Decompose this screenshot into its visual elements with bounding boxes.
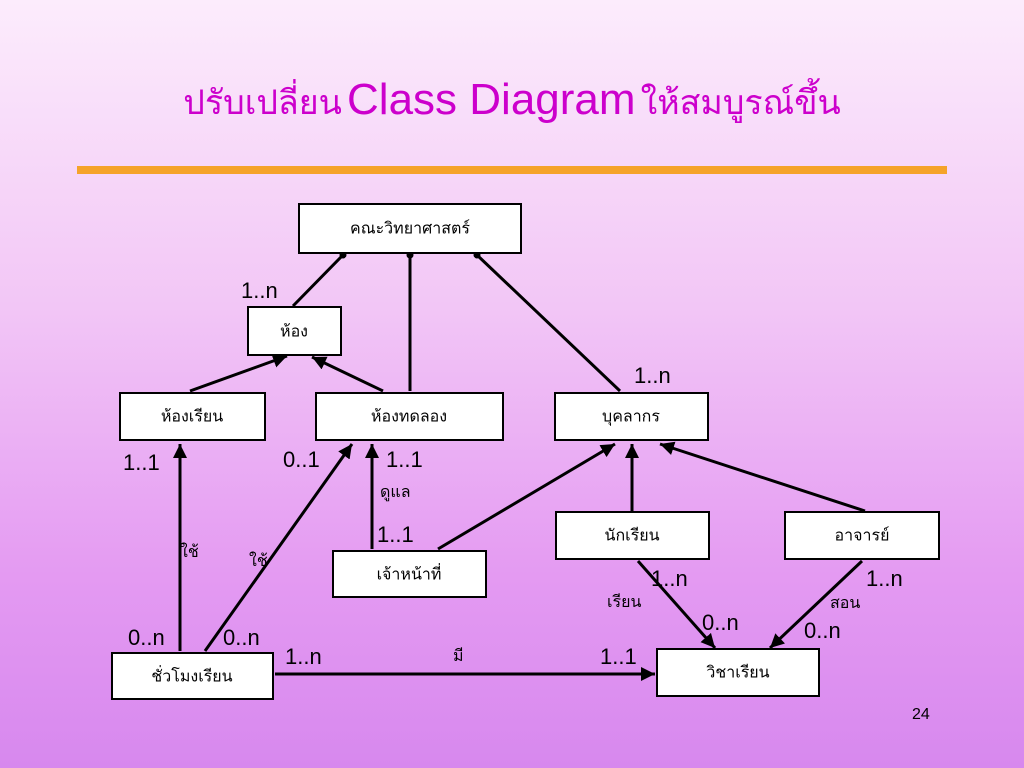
title-latin: Class Diagram [347,75,636,124]
edge-personnel-faculty [473,251,622,393]
edge-teacher-personnel [659,441,866,513]
role-use-classroom: ใช้ [180,542,199,561]
class-personnel-label: บุคลากร [602,407,660,427]
edge-staff-personnel [437,442,616,551]
mult-lab-staff-bottom: 1..1 [377,522,414,547]
role-study: เรียน [607,592,641,611]
class-teacher: อาจารย์ [784,511,940,560]
class-student-label: นักเรียน [605,526,660,545]
mult-period-classroom: 0..n [128,625,165,650]
title-thai-prefix: ปรับเปลี่ยน [183,83,342,123]
mult-lab-use: 0..1 [283,447,320,472]
class-lab-label: ห้องทดลอง [371,407,447,426]
edge-room-faculty [291,251,347,308]
page-number: 24 [912,706,930,723]
role-teach: สอน [830,593,860,612]
role-has: มี [453,646,464,665]
mult-period-subject-left: 1..n [285,644,322,669]
class-personnel: บุคลากร [554,392,709,441]
mult-period-subject-right: 1..1 [600,644,637,669]
edge-lab-room [311,355,384,393]
class-room: ห้อง [247,306,342,356]
mult-faculty-room: 1..n [241,278,278,303]
edge-teacher-subject [768,559,864,650]
class-period-label: ชั่วโมงเรียน [151,665,232,686]
class-classroom-label: ห้องเรียน [161,407,223,426]
class-lab: ห้องทดลอง [315,392,504,441]
mult-lab-staff-top: 1..1 [386,447,423,472]
slide-title: ปรับเปลี่ยน Class Diagram ให้สมบูรณ์ขึ้น [0,60,1024,140]
mult-student-top: 1..n [651,566,688,591]
class-faculty: คณะวิทยาศาสตร์ [298,203,522,254]
mult-period-lab: 0..n [223,625,260,650]
mult-classroom-use: 1..1 [123,450,160,475]
class-room-label: ห้อง [280,322,308,341]
class-classroom: ห้องเรียน [119,392,266,441]
class-period: ชั่วโมงเรียน [111,652,274,700]
mult-faculty-personnel: 1..n [634,363,671,388]
edge-student-subject [636,560,717,649]
class-subject-label: วิชาเรียน [706,663,769,682]
edge-period-lab [203,443,354,652]
role-use-lab: ใช้ [249,551,268,570]
class-staff-label: เจ้าหน้าที่ [377,563,442,584]
class-teacher-label: อาจารย์ [835,526,890,545]
class-subject: วิชาเรียน [656,648,820,697]
class-student: นักเรียน [555,511,710,560]
edge-classroom-room [189,354,288,393]
title-thai-suffix: ให้สมบูรณ์ขึ้น [640,83,841,123]
mult-teacher-top: 1..n [866,566,903,591]
role-supervise: ดูแล [380,482,411,502]
mult-teacher-subject: 0..n [804,618,841,643]
title-divider [77,166,947,174]
class-staff: เจ้าหน้าที่ [332,550,487,598]
mult-student-subject: 0..n [702,610,739,635]
class-faculty-label: คณะวิทยาศาสตร์ [350,219,470,238]
